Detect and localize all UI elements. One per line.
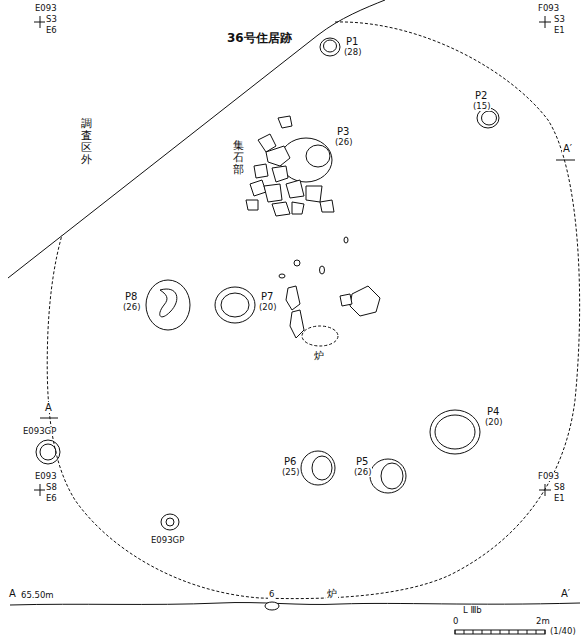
callout-label: E093GP (22, 427, 57, 436)
grid-label: E093 (34, 4, 58, 13)
callout-label: (26) (122, 303, 141, 312)
callout-label: 65.50m (20, 591, 55, 600)
area-label: 調査区外 (80, 118, 93, 166)
callout-label: P4 (486, 406, 500, 417)
callout-label: (20) (258, 303, 277, 312)
callout-label: P2 (474, 90, 488, 101)
callout-label: P1 (345, 36, 359, 47)
section-mark: A′ (560, 588, 571, 599)
callout-label: (15) (472, 102, 491, 111)
scale-label: (1/40) (549, 627, 577, 636)
callout-label: 炉 (313, 350, 325, 361)
callout-label: E6 (45, 26, 58, 35)
callout-label: (20) (484, 418, 503, 427)
callout-label: P6 (283, 456, 297, 467)
section-mark: A (8, 588, 17, 599)
callout-label: E1 (553, 494, 566, 503)
callout-label: S8 (45, 483, 58, 492)
callout-label: 6 (268, 590, 275, 599)
callout-label: (26) (334, 138, 353, 147)
callout-label: S8 (553, 483, 566, 492)
scale-label: 2m (535, 617, 551, 626)
callout-label: P3 (336, 126, 350, 137)
callout-label: E6 (45, 494, 58, 503)
callout-label: E093GP (150, 536, 185, 545)
callout-label: F093 (537, 4, 560, 13)
section-mark: A (44, 402, 53, 413)
callout-label: (25) (281, 468, 300, 477)
callout-label: F093 (537, 472, 560, 481)
callout-label: (26) (353, 468, 372, 477)
callout-label: 炉 (326, 588, 338, 599)
callout-label: P7 (260, 291, 274, 302)
layer-label: L Ⅲb (462, 606, 483, 615)
scale-label: 0 (452, 617, 459, 626)
callout-label: (28) (343, 48, 362, 57)
feature-label: 集石部 (232, 140, 245, 176)
site-title: 36号住居跡 (226, 32, 293, 45)
callout-label: E1 (553, 26, 566, 35)
callout-label: S3 (45, 15, 58, 24)
callout-label: E093 (34, 472, 58, 481)
callout-label: P5 (355, 456, 369, 467)
callout-label: S3 (553, 15, 566, 24)
section-mark: A′ (562, 143, 573, 154)
callout-label: P8 (124, 291, 138, 302)
